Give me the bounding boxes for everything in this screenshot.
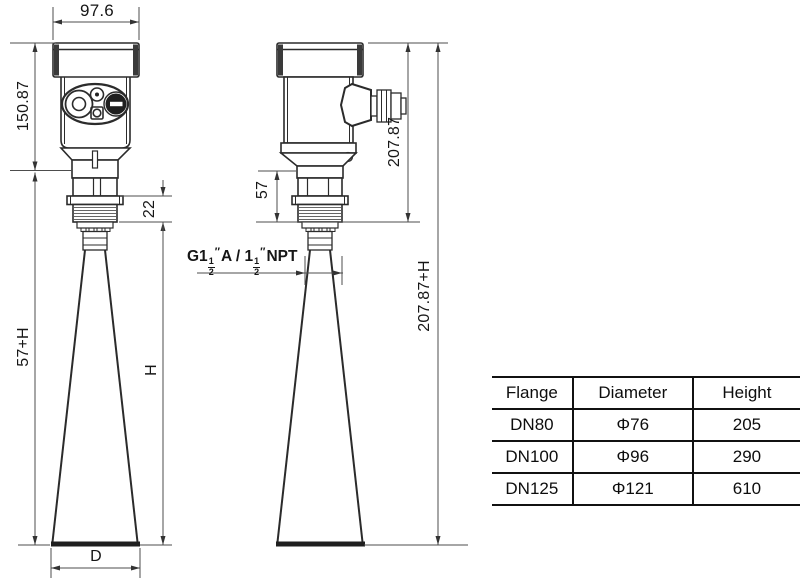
dim-side-housing-height	[368, 42, 448, 222]
table-row: DN125 Φ121 610	[492, 473, 800, 506]
dim-front-width	[52, 7, 140, 40]
front-lower-height-label: 57+H	[15, 327, 32, 367]
cell-flange: DN80	[492, 409, 573, 442]
front-view	[51, 42, 140, 547]
front-thread-height-label: 22	[141, 199, 158, 219]
front-horn-diameter-label: D	[90, 548, 102, 565]
side-cable-gland	[339, 82, 407, 128]
cell-diameter: Φ121	[571, 473, 693, 506]
cell-height: 205	[691, 409, 800, 442]
inch-mark: ″	[260, 246, 266, 258]
header-flange: Flange	[492, 376, 573, 410]
side-neck-height-label: 57	[254, 180, 271, 200]
flange-spec-table: Flange Diameter Height DN80 Φ76 205 DN10…	[492, 376, 800, 506]
dim-thread-spec-leader	[197, 256, 343, 285]
cell-height: 290	[691, 441, 800, 474]
side-total-height-label: 207.87+H	[416, 260, 433, 332]
dim-front-housing-height	[10, 42, 72, 171]
dim-front-horn-height	[140, 222, 172, 546]
front-housing-height-label: 150.87	[15, 80, 32, 132]
cell-flange: DN100	[492, 441, 573, 474]
side-horn-antenna	[276, 249, 365, 547]
dim-front-horn-diameter	[50, 548, 141, 578]
thread-spec-part2: A / 1	[220, 248, 254, 266]
side-process-connection	[278, 151, 358, 251]
dim-side-total-height	[364, 43, 468, 546]
cell-flange: DN125	[492, 473, 573, 506]
side-thread-hatch	[299, 206, 341, 221]
dim-side-neck-height	[256, 170, 420, 223]
inch-mark: ″	[214, 246, 220, 258]
front-lid	[52, 42, 140, 78]
front-thread-hatch	[74, 206, 116, 221]
table-header-row: Flange Diameter Height	[492, 376, 800, 410]
front-horn-antenna	[51, 249, 140, 547]
table-row: DN80 Φ76 205	[492, 409, 800, 442]
front-width-label: 97.6	[80, 1, 114, 20]
side-view	[276, 42, 407, 547]
side-housing-height-label: 207.87	[386, 116, 403, 168]
header-diameter: Diameter	[571, 376, 693, 410]
header-height: Height	[691, 376, 800, 410]
table-row: DN100 Φ96 290	[492, 441, 800, 474]
thread-spec-part1: G1	[187, 248, 208, 266]
side-lid	[276, 42, 364, 78]
cell-height: 610	[691, 473, 800, 506]
dim-front-lower-height	[18, 172, 50, 546]
cell-diameter: Φ96	[571, 441, 693, 474]
front-horn-height-label: H	[143, 364, 160, 376]
thread-spec-part3: NPT	[266, 248, 298, 266]
front-process-connection	[59, 147, 132, 251]
front-display-window	[60, 82, 130, 126]
cell-diameter: Φ76	[571, 409, 693, 442]
dimension-annotations	[10, 7, 468, 578]
